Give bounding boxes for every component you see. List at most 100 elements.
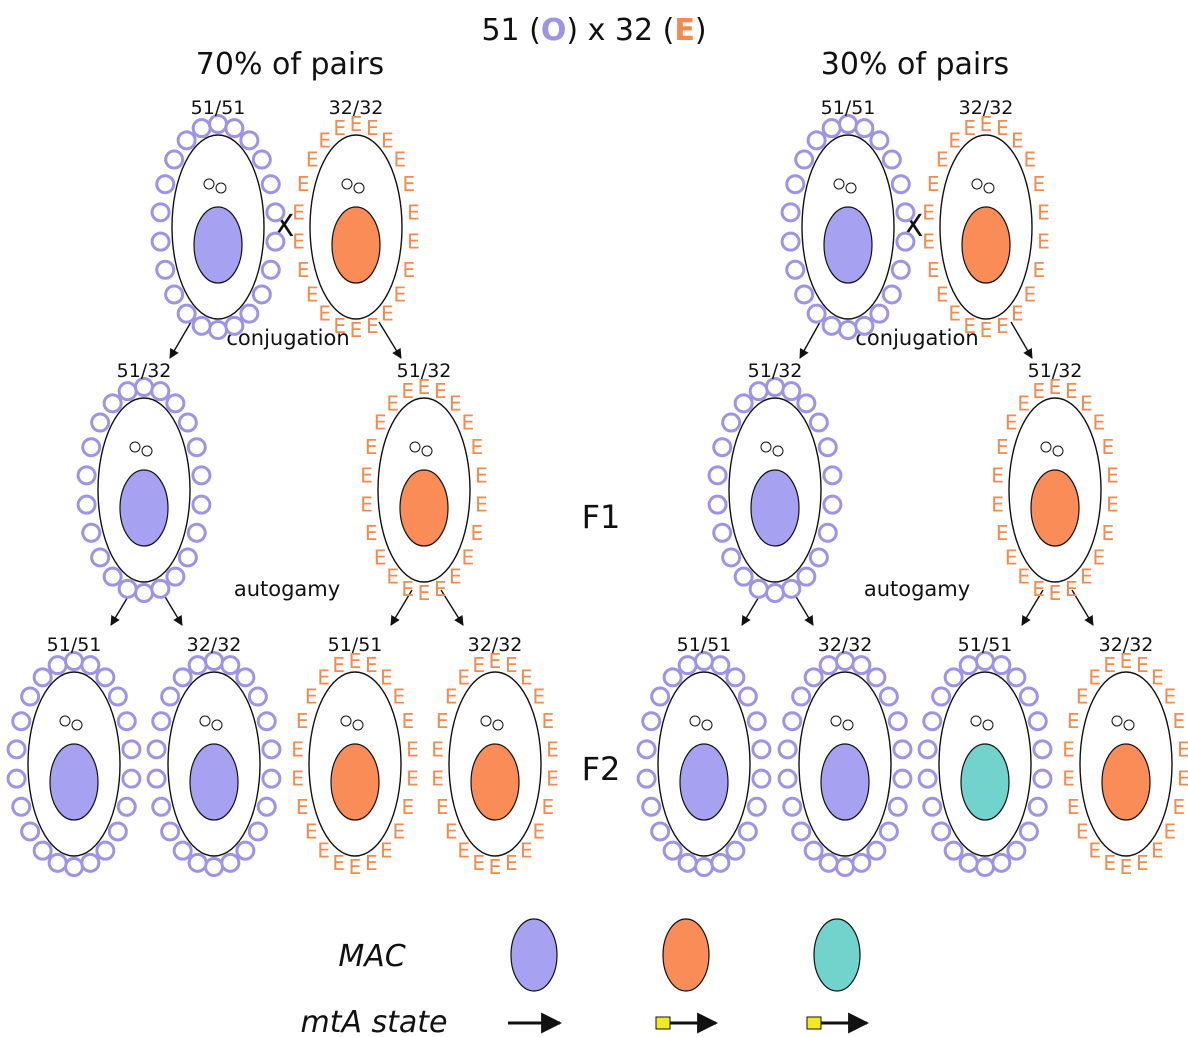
surface-e-mark: E [457,665,470,689]
surface-e-mark: E [296,795,309,819]
legend-mac-orange [662,918,710,992]
surface-e-mark: E [305,819,318,843]
surface-o-mark [155,174,176,195]
surface-e-mark: E [381,302,394,326]
genotype-label: 51/51 [328,634,383,656]
surface-o-mark [785,259,806,280]
surface-e-mark: E [546,767,559,791]
surface-o-mark [176,130,197,151]
surface-o-mark [134,583,154,603]
surface-o-mark [777,768,798,789]
surface-e-mark: E [980,318,993,342]
genotype-label: 51/51 [191,97,246,119]
surface-e-mark: E [936,148,949,172]
surface-o-mark [822,465,843,486]
genotype-label: 32/32 [1099,634,1154,656]
surface-e-mark: E [291,737,304,761]
legend-mac-teal [813,918,861,992]
surface-o-mark [81,437,102,458]
micronucleus [480,715,492,727]
arrow [390,589,413,626]
arrow [169,321,192,359]
surface-o-mark [146,739,167,760]
panel-right-heading: 30% of pairs [821,47,1009,82]
surface-e-mark: E [1151,839,1164,863]
surface-o-mark [851,655,872,676]
surface-o-mark [1018,821,1039,842]
micronucleus [970,715,982,727]
surface-o-mark [251,284,272,305]
surface-o-mark [791,821,812,842]
surface-e-mark: E [445,819,458,843]
surface-e-mark: E [365,851,378,875]
surface-e-mark: E [1032,379,1045,403]
surface-o-mark [204,857,224,877]
surface-o-mark [80,852,101,873]
surface-o-mark [991,655,1012,676]
surface-o-mark [958,655,979,676]
surface-o-mark [117,381,138,402]
micronucleus [1111,715,1123,727]
surface-o-mark [794,284,815,305]
surface-e-mark: E [297,258,310,282]
surface-e-mark: E [349,649,362,673]
surface-e-mark: E [393,819,406,843]
micronucleus [129,441,141,453]
surface-e-mark: E [927,258,940,282]
surface-e-mark: E [449,391,462,415]
surface-o-mark [261,768,282,789]
surface-o-mark [821,315,842,336]
surface-e-mark: E [349,855,362,879]
autogamy-label-left: autogamy [234,577,340,601]
surface-o-mark [150,578,171,599]
genotype-label: 51/51 [677,634,732,656]
surface-o-mark [878,686,899,707]
surface-o-mark [781,381,802,402]
surface-e-mark: E [1101,435,1114,459]
legend-mac-purple [510,918,558,992]
surface-e-mark: E [980,112,993,136]
surface-o-mark [781,578,802,599]
surface-e-mark: E [996,116,1009,140]
surface-o-mark [922,711,943,732]
surface-o-mark [261,739,282,760]
surface-o-mark [866,840,887,861]
surface-e-mark: E [1017,391,1030,415]
surface-e-mark: E [1005,411,1018,435]
surface-o-mark [796,393,817,414]
surface-o-mark [878,821,899,842]
legend-mta-boxed-arrow [806,1012,870,1034]
surface-e-mark: E [1032,172,1045,196]
surface-e-mark: E [533,819,546,843]
surface-o-mark [177,412,198,433]
surface-o-mark [851,852,872,873]
surface-e-mark: E [520,665,533,689]
surface-o-mark [239,303,260,324]
surface-o-mark [102,393,123,414]
arrow [1071,589,1094,626]
surface-e-mark: E [1172,795,1185,819]
surface-o-mark [11,711,32,732]
surface-o-mark [710,852,731,873]
surface-o-mark [90,412,111,433]
surface-o-mark [721,547,742,568]
micronucleus [1052,445,1064,457]
surface-o-mark [866,667,887,688]
surface-o-mark [794,149,815,170]
surface-e-mark: E [434,379,447,403]
surface-e-mark: E [394,148,407,172]
surface-e-mark: E [1032,577,1045,601]
surface-e-mark: E [505,653,518,677]
surface-o-mark [869,130,890,151]
surface-e-mark: E [948,128,961,152]
surface-e-mark: E [996,521,1009,545]
surface-o-mark [694,857,714,877]
surface-o-mark [116,711,137,732]
surface-o-mark [121,739,142,760]
surface-e-mark: E [431,737,444,761]
surface-o-mark [636,768,657,789]
micronucleus [772,445,784,457]
genotype-label: 32/32 [468,634,523,656]
